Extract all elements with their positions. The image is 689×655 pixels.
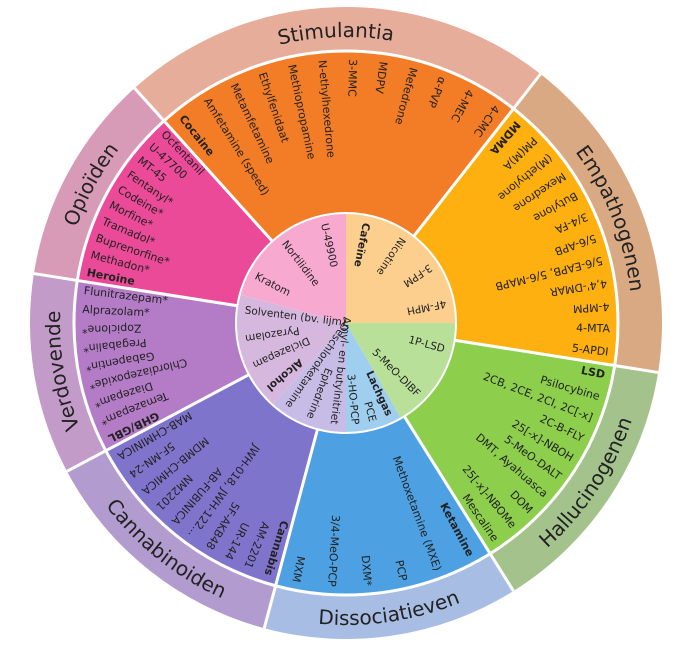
substance-label: MXM bbox=[289, 555, 307, 584]
band-empathogenen bbox=[513, 73, 662, 373]
sector-divider bbox=[454, 338, 659, 374]
substance-label: DXM* bbox=[359, 555, 374, 587]
inner-substance-label: 3-HO-PCP bbox=[344, 374, 360, 426]
inner-ring-divider bbox=[235, 212, 457, 434]
sector-verdovende bbox=[74, 280, 249, 451]
group-label-hallucinogenen: LSD bbox=[580, 364, 606, 382]
substance-label: Alprazolam* bbox=[82, 303, 150, 319]
substance-label: Pregabalin* bbox=[82, 336, 147, 355]
sector-dissociatieven bbox=[275, 416, 491, 595]
sector-divider bbox=[403, 415, 515, 592]
sector-divider bbox=[412, 73, 542, 238]
substance-label: PCP bbox=[392, 559, 409, 583]
substance-label: 4-MPM bbox=[573, 300, 610, 315]
band-hallucinogenen bbox=[490, 365, 659, 591]
band-divider bbox=[72, 49, 620, 597]
band-cannabinoiden bbox=[66, 450, 276, 629]
band-verdovende bbox=[30, 273, 106, 472]
substance-label: 3/4-MeO-PCP bbox=[325, 515, 342, 588]
inner-empathogenen bbox=[346, 213, 456, 323]
band-stimulantia bbox=[134, 6, 541, 121]
sector-divider bbox=[262, 428, 319, 629]
substance-label: 4-MTA bbox=[576, 322, 611, 336]
sector-stimulantia bbox=[163, 51, 514, 242]
sector-divider bbox=[66, 373, 250, 473]
inner-opioiden bbox=[239, 213, 346, 323]
substance-label: 3-MMC bbox=[345, 59, 359, 97]
sector-cannabinoiden bbox=[105, 374, 318, 586]
inner-substance-label: PCE bbox=[361, 400, 378, 423]
substance-label: 5-APDI bbox=[571, 342, 609, 359]
band-opioiden bbox=[33, 88, 164, 281]
sector-divider bbox=[33, 272, 238, 308]
inner-dissociatieven bbox=[346, 323, 401, 433]
sector-opioiden bbox=[77, 120, 273, 306]
substance-label: Zopiclone* bbox=[81, 322, 141, 336]
sector-divider bbox=[133, 87, 274, 243]
inner-cannabinoiden bbox=[272, 323, 346, 433]
inner-verdovende bbox=[235, 294, 346, 405]
substance-label: MDPV bbox=[372, 61, 389, 95]
